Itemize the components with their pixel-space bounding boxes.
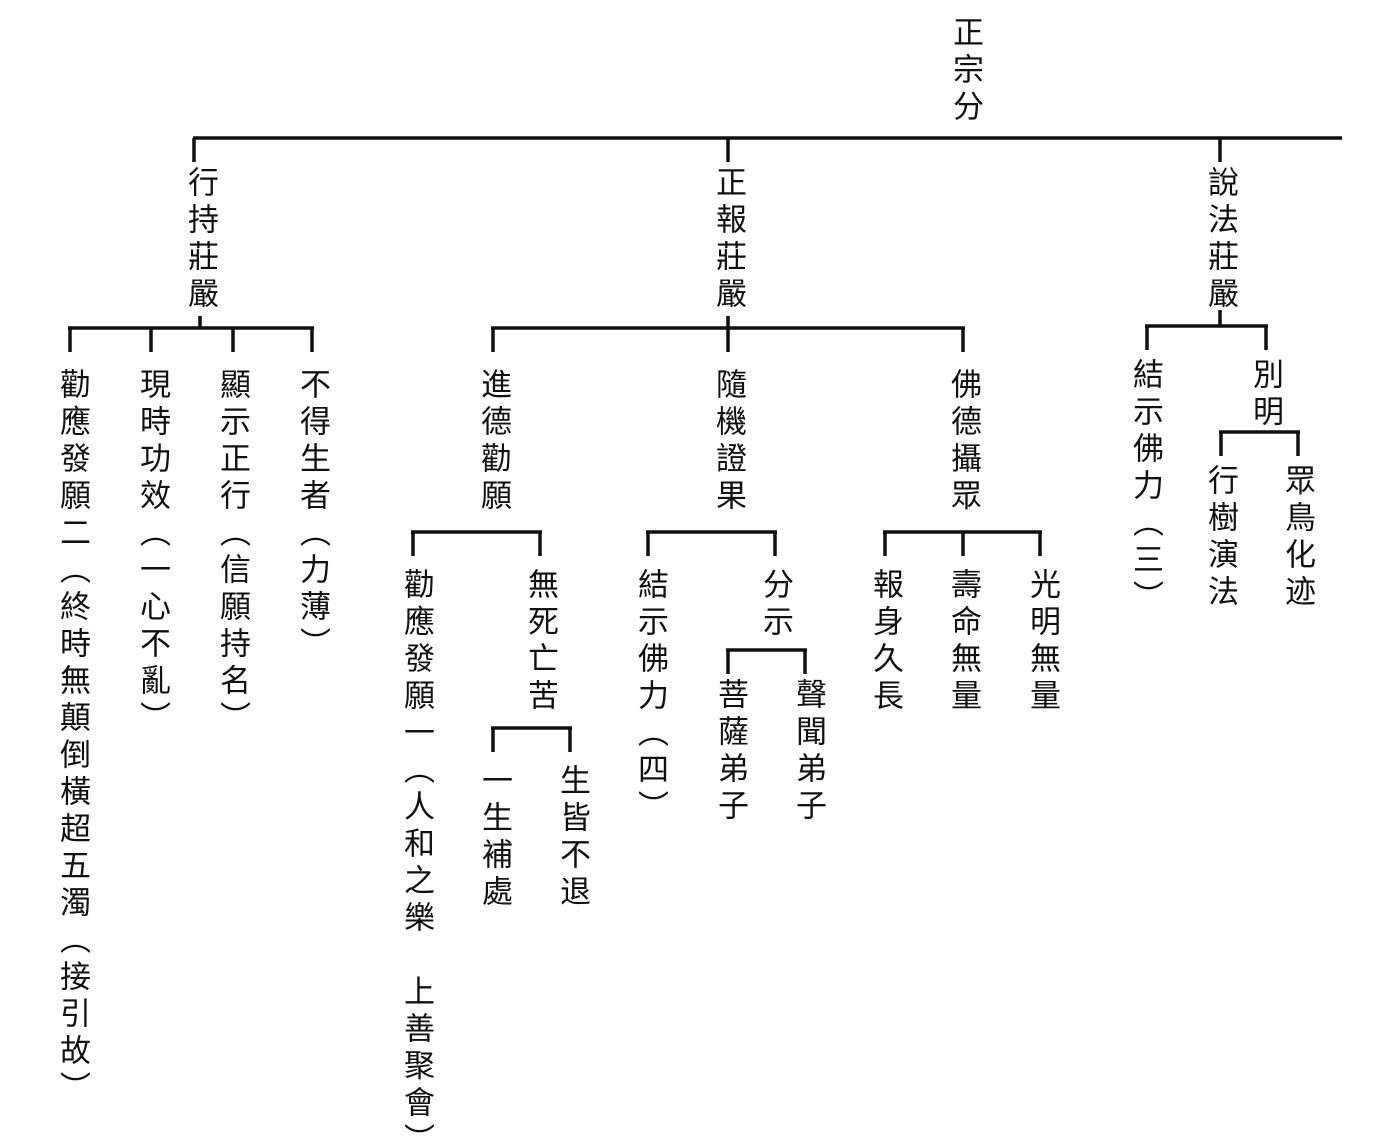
node-separate-child: 聲聞弟子 [790, 678, 826, 826]
node-practice-child: 現時功效（一心不亂） [134, 368, 170, 738]
node-practice-child: 顯示正行（信願持名） [214, 368, 250, 738]
node-buddha: 佛德攝眾 [945, 368, 981, 516]
node-distinct-child: 眾鳥化迹 [1279, 464, 1315, 612]
node-no-death-child: 生皆不退 [554, 764, 590, 912]
node-distinct-child: 行樹演法 [1202, 464, 1238, 612]
node-separate-child: 菩薩弟子 [712, 678, 748, 826]
node-dharma: 說法莊嚴 [1202, 166, 1238, 314]
node-fruit-summary: 結示佛力（四） [632, 568, 668, 827]
node-virtue: 進德勸願 [475, 368, 511, 516]
node-exhort: 勸應發願一（人和之樂 上善聚會） [398, 568, 434, 1139]
node-practice-child: 勸應發願二（終時無顛倒橫超五濁（接引故） [54, 368, 90, 1108]
node-buddha-child: 光明無量 [1024, 568, 1060, 716]
root-node: 正宗分 [947, 16, 983, 127]
node-practice: 行持莊嚴 [182, 166, 218, 314]
node-fruit: 隨機證果 [710, 368, 746, 516]
node-buddha-child: 壽命無量 [945, 568, 981, 716]
node-practice-child: 不得生者（力薄） [294, 368, 330, 664]
node-no-death-child: 一生補處 [476, 764, 512, 912]
node-no-death: 無死亡苦 [522, 568, 558, 716]
node-separate: 分示 [757, 568, 793, 642]
node-buddha-child: 報身久長 [867, 568, 903, 716]
node-distinct: 別明 [1247, 358, 1283, 432]
node-dharma-summary: 結示佛力（三） [1127, 358, 1163, 617]
node-reward: 正報莊嚴 [710, 166, 746, 314]
